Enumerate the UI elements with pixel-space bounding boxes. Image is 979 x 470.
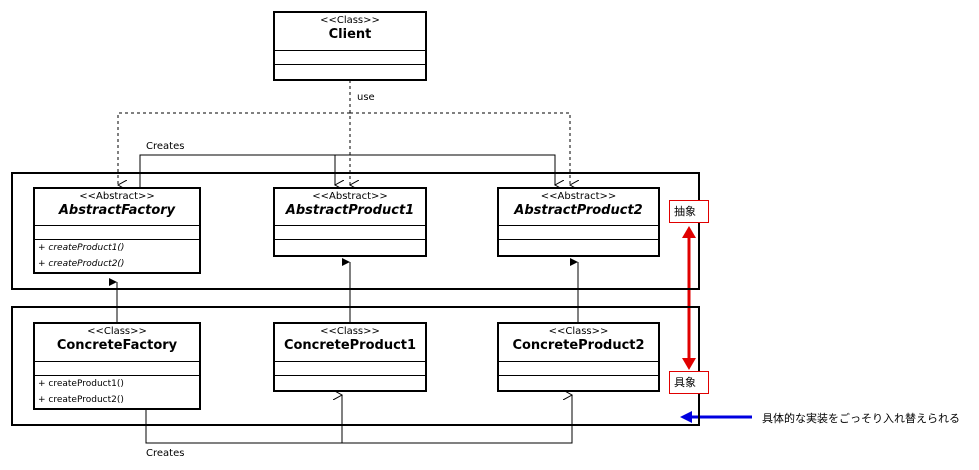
abstract-factory-stereotype: <<Abstract>> [79, 191, 155, 202]
abstract-layer-group [11, 172, 700, 290]
operation: + createProduct2() [38, 395, 124, 405]
concrete-factory-name: ConcreteFactory [56, 338, 178, 353]
abstract-factory-name: AbstractFactory [58, 203, 176, 218]
operation: + createProduct1() [38, 243, 125, 253]
abstract-product2-stereotype: <<Abstract>> [540, 191, 617, 202]
concrete-product2-name: ConcreteProduct2 [512, 338, 645, 353]
concrete-product1-attributes [275, 362, 425, 376]
abstract-tag: 抽象 [669, 200, 709, 223]
abstract-product1-name: AbstractProduct1 [285, 203, 415, 218]
use-label: use [357, 92, 375, 103]
creates-bottom-lines [145, 395, 572, 444]
concrete-product2-attributes [499, 362, 658, 376]
abstract-factory-operations: + createProduct1() + createProduct2() [35, 240, 199, 272]
use-dependency-lines [118, 80, 570, 185]
abstract-product2-class[interactable]: <<Abstract>> AbstractProduct2 [497, 187, 660, 257]
abstract-product2-name: AbstractProduct2 [514, 203, 643, 218]
creates-bottom-label: Creates [146, 448, 185, 459]
concrete-factory-class[interactable]: <<Class>> ConcreteFactory + createProduc… [33, 322, 201, 410]
abstract-product2-attributes [499, 226, 658, 240]
client-class[interactable]: <<Class>> Client [273, 11, 427, 81]
concrete-factory-operations: + createProduct1() + createProduct2() [35, 376, 199, 408]
concrete-factory-attributes [35, 362, 199, 376]
concrete-product1-stereotype: <<Class>> [320, 326, 380, 337]
concrete-product1-class[interactable]: <<Class>> ConcreteProduct1 [273, 322, 427, 392]
concrete-tag: 具象 [669, 371, 709, 394]
client-stereotype: <<Class>> [320, 15, 380, 26]
concrete-product1-name: ConcreteProduct1 [283, 338, 417, 353]
blue-arrow [680, 411, 752, 423]
concrete-layer-group [11, 306, 700, 426]
client-name: Client [328, 27, 372, 42]
abstract-product1-attributes [275, 226, 425, 240]
creates-top-lines [139, 154, 555, 187]
concrete-product2-class[interactable]: <<Class>> ConcreteProduct2 [497, 322, 660, 392]
operation: + createProduct1() [38, 379, 124, 389]
creates-top-label: Creates [146, 141, 185, 152]
abstract-factory-class[interactable]: <<Abstract>> AbstractFactory + createPro… [33, 187, 201, 274]
operation: + createProduct2() [38, 259, 125, 269]
client-attributes [275, 51, 425, 65]
concrete-factory-stereotype: <<Class>> [87, 326, 147, 337]
swap-note: 具体的な実装をごっそり入れ替えられる [762, 412, 960, 425]
red-double-arrow [682, 226, 696, 370]
abstract-product1-class[interactable]: <<Abstract>> AbstractProduct1 [273, 187, 427, 257]
abstract-product1-stereotype: <<Abstract>> [312, 191, 388, 202]
concrete-product2-stereotype: <<Class>> [548, 326, 609, 337]
abstract-factory-attributes [35, 226, 199, 240]
